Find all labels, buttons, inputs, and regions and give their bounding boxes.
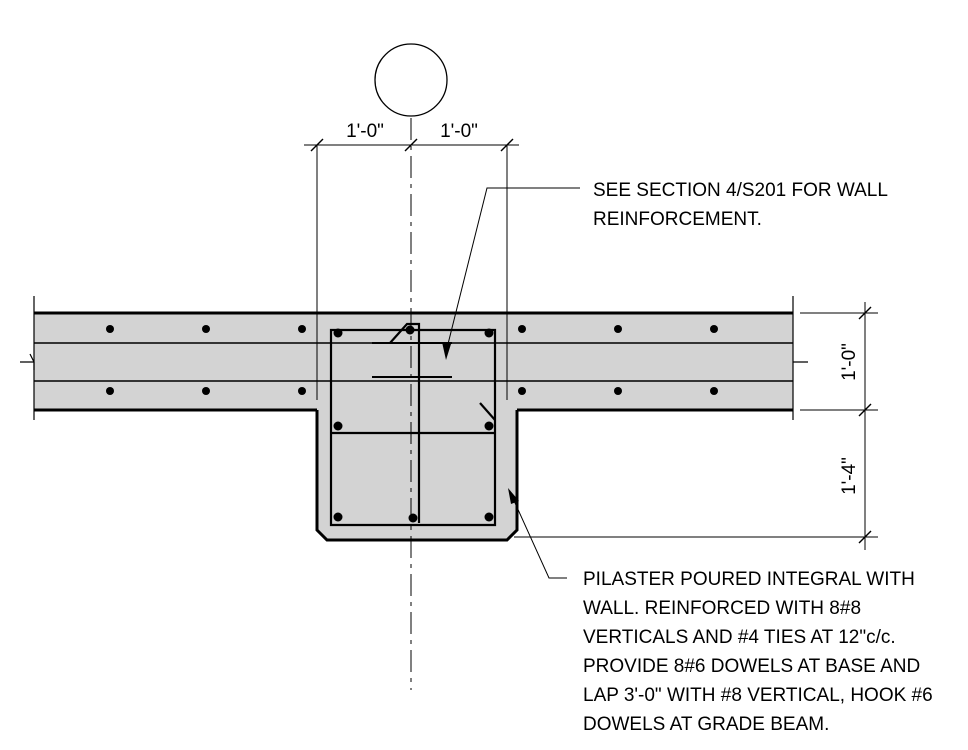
note-pilaster-line-2: WALL. REINFORCED WITH 8#8 [583,598,861,619]
bar-dot [298,325,306,333]
bar-dot [202,387,210,395]
dim-pilaster-projection: 1'-4" [839,457,860,495]
bar-dot [614,325,622,333]
bar-dot [518,325,526,333]
bar-dot [405,325,415,335]
bar-dot [408,513,418,523]
note-pilaster-line-1: PILASTER POURED INTEGRAL WITH [583,569,915,590]
dim-tick-bottom [858,530,872,544]
wall-and-pilaster-concrete [34,313,793,540]
note-pilaster-line-5: LAP 3'-0" WITH #8 VERTICAL, HOOK #6 [583,685,933,706]
note-pilaster-line-4: PROVIDE 8#6 DOWELS AT BASE AND [583,656,920,677]
pilaster-bar-dots [333,325,494,523]
leader-pilaster-note [510,493,567,579]
dim-wall-thickness: 1'-0" [839,343,860,381]
bar-dot [518,387,526,395]
note-pilaster-line-6: DOWELS AT GRADE BEAM. [583,714,829,735]
break-mark-right [792,296,808,420]
dim-tick-top [858,306,872,320]
bar-dot [614,387,622,395]
dim-tick-mid [858,403,872,417]
bar-dot [333,328,343,338]
tie-hook-right [479,402,496,421]
bar-dot [484,421,494,431]
note-pilaster-line-3: VERTICALS AND #4 TIES AT 12"c/c. [583,627,896,648]
break-mark-left [20,353,35,370]
tie-hook-top [389,322,421,523]
bar-dot [333,421,343,431]
bar-dot [106,387,114,395]
note-wall-line-1: SEE SECTION 4/S201 FOR WALL [593,180,888,201]
dim-tick-right [500,138,514,152]
note-wall-line-2: REINFORCEMENT. [593,209,762,230]
leader-wall-note [445,187,580,353]
bar-dot [710,325,718,333]
pilaster-tie [329,328,497,527]
wall-bar-dots [106,325,718,395]
dim-left-width: 1'-0" [346,121,384,142]
bar-dot [484,328,494,338]
bar-dot [106,325,114,333]
leader-arrow-wall [442,342,451,360]
bar-dot [484,512,494,522]
dim-tick-center [404,138,418,152]
leader-arrow-pilaster [508,488,519,504]
grid-bubble [374,43,448,117]
pilaster-outline [315,410,519,542]
dim-right-width: 1'-0" [440,121,478,142]
bar-dot [333,512,343,522]
dim-tick-left [310,138,324,152]
bar-dot [202,325,210,333]
bar-dot [710,387,718,395]
bar-dot [298,387,306,395]
